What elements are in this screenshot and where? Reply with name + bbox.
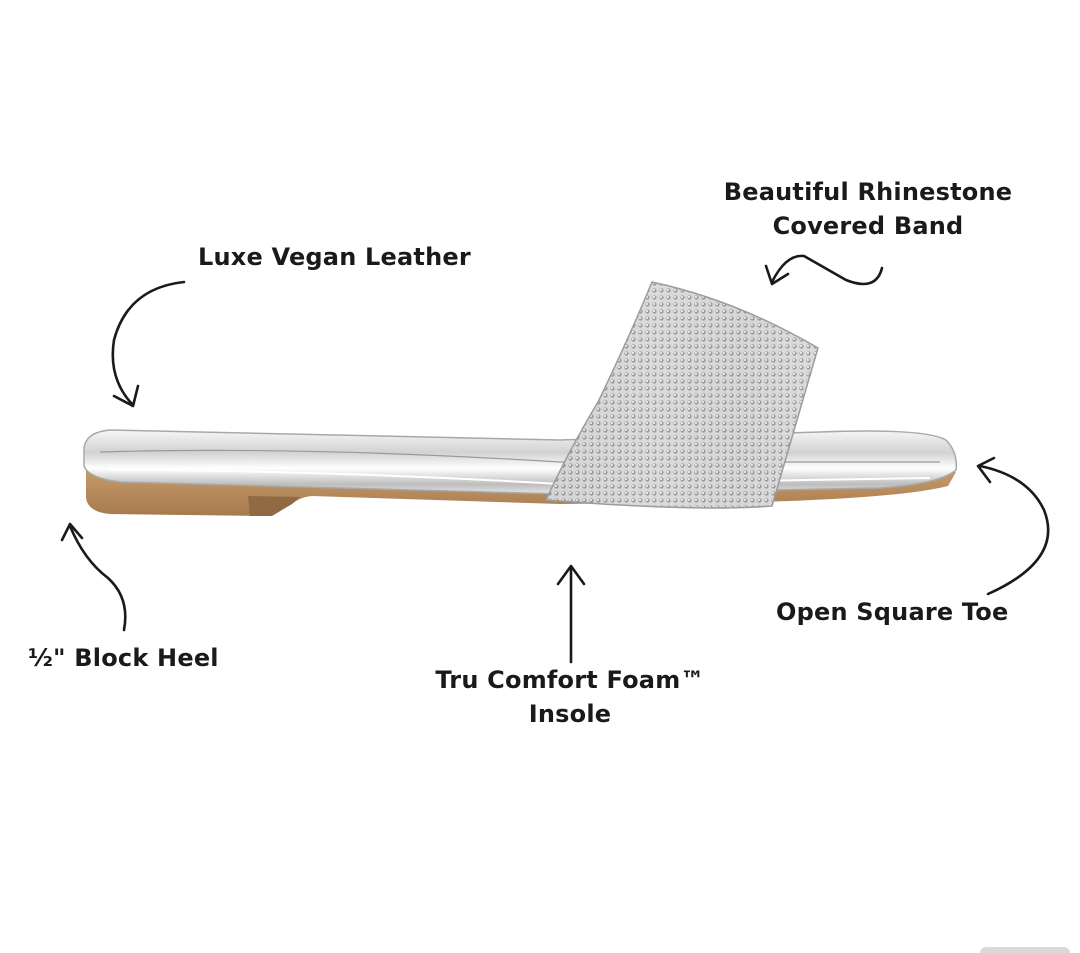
- callout-text-line2: Insole: [528, 700, 612, 728]
- callout-luxe-vegan-leather: Luxe Vegan Leather: [198, 240, 471, 274]
- callout-text: Open Square Toe: [776, 598, 1009, 626]
- callout-open-square-toe: Open Square Toe: [776, 595, 1008, 629]
- callout-text-line1: Tru Comfort Foam™: [435, 666, 705, 694]
- callout-block-heel: ½" Block Heel: [28, 641, 219, 675]
- scroll-indicator: [980, 947, 1070, 953]
- callout-comfort-foam-insole: Tru Comfort Foam™ Insole: [420, 663, 720, 731]
- callout-text: Luxe Vegan Leather: [198, 243, 471, 271]
- arrow-leather: [111, 280, 186, 408]
- sandal-footbed: [83, 429, 958, 495]
- arrow-insole: [556, 564, 586, 664]
- callout-text-line2: Covered Band: [772, 212, 964, 240]
- callout-text: ½" Block Heel: [28, 644, 219, 672]
- callout-rhinestone-band: Beautiful Rhinestone Covered Band: [716, 175, 1020, 243]
- rhinestone-band: [544, 281, 819, 509]
- arrow-heel: [60, 522, 127, 632]
- arrow-band: [764, 254, 884, 286]
- arrow-toe: [976, 456, 1050, 596]
- callout-text-line1: Beautiful Rhinestone: [723, 178, 1013, 206]
